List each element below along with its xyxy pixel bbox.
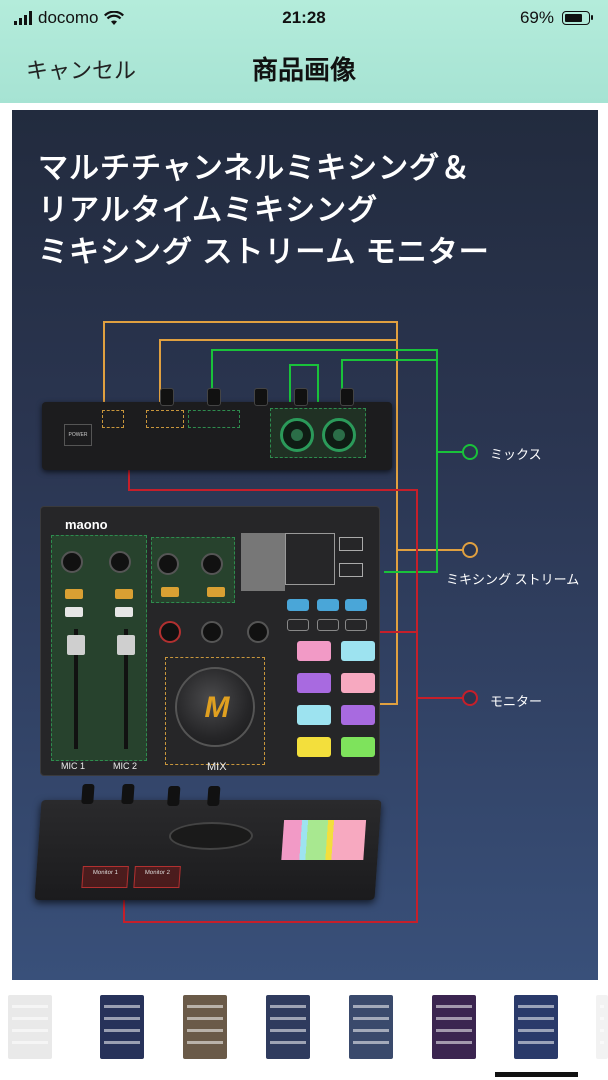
thumbnail-decoration xyxy=(600,1017,604,1020)
thumbnail-7[interactable] xyxy=(514,995,558,1059)
battery-percent: 69% xyxy=(519,8,554,27)
stream-route-dot xyxy=(462,542,478,558)
thumbnail-decoration xyxy=(104,1041,140,1044)
thumbnail-decoration xyxy=(436,1017,472,1020)
thumbnail-decoration xyxy=(12,1029,48,1032)
thumbnail-decoration xyxy=(187,1017,223,1020)
mix-knob: M xyxy=(175,667,255,747)
brand-logo: maono xyxy=(65,517,108,532)
mix-route-label: ミックス xyxy=(490,447,542,462)
thumbnail-decoration xyxy=(12,1017,48,1020)
thumbnail-decoration xyxy=(436,1041,472,1044)
mix-route-dot xyxy=(462,444,478,460)
headline-line: リアルタイムミキシング xyxy=(38,194,379,227)
thumbnail-decoration xyxy=(187,1005,223,1008)
header: docomo 21:28 69% キャンセル 商品画像 xyxy=(0,0,608,103)
monitor-route-dot xyxy=(462,690,478,706)
selected-thumbnail-indicator xyxy=(495,1072,578,1077)
thumbnail-decoration xyxy=(104,1017,140,1020)
thumbnail-decoration xyxy=(600,1005,604,1008)
mic2-label: MIC 2 xyxy=(113,761,138,771)
nav-bar: キャンセル 商品画像 xyxy=(0,44,608,94)
thumbnail-4[interactable] xyxy=(266,995,310,1059)
thumbnail-decoration xyxy=(600,1029,604,1032)
thumbnail-8[interactable] xyxy=(596,995,608,1059)
carrier-label: docomo xyxy=(38,8,99,27)
stream-route-label: ミキシング ストリーム xyxy=(446,572,580,587)
thumbnail-decoration xyxy=(436,1005,472,1008)
thumbnail-decoration xyxy=(104,1029,140,1032)
thumbnail-decoration xyxy=(12,1041,48,1044)
cancel-button[interactable]: キャンセル xyxy=(26,58,137,83)
thumbnail-decoration xyxy=(518,1029,554,1032)
thumbnail-1[interactable] xyxy=(8,995,52,1059)
thumbnail-decoration xyxy=(518,1005,554,1008)
thumbnail-strip xyxy=(0,985,608,1080)
signal-icon xyxy=(14,11,32,25)
thumbnail-decoration xyxy=(518,1017,554,1020)
thumbnail-5[interactable] xyxy=(349,995,393,1059)
thumbnail-decoration xyxy=(353,1041,389,1044)
thumbnail-decoration xyxy=(518,1041,554,1044)
thumbnail-decoration xyxy=(12,1005,48,1008)
monitor-route-label: モニター xyxy=(490,694,543,709)
monitor1-port: Monitor 1 xyxy=(81,866,129,888)
thumbnail-decoration xyxy=(187,1041,223,1044)
thumbnail-decoration xyxy=(270,1041,306,1044)
wifi-icon xyxy=(104,10,125,25)
device-top-view: maono MIC 1 MIC 2 M MIX xyxy=(40,506,380,776)
monitor2-port: Monitor 2 xyxy=(133,866,181,888)
headline-line: マルチチャンネルミキシング＆ xyxy=(38,152,472,185)
thumbnail-decoration xyxy=(270,1029,306,1032)
thumbnail-2[interactable] xyxy=(100,995,144,1059)
thumbnail-decoration xyxy=(104,1005,140,1008)
thumbnail-decoration xyxy=(353,1029,389,1032)
thumbnail-decoration xyxy=(600,1041,604,1044)
product-image[interactable]: マルチチャンネルミキシング＆ リアルタイムミキシング ミキシング ストリーム モ… xyxy=(12,110,598,980)
product-headline: マルチチャンネルミキシング＆ リアルタイムミキシング ミキシング ストリーム モ… xyxy=(38,148,490,274)
thumbnail-6[interactable] xyxy=(432,995,476,1059)
battery-icon xyxy=(562,11,593,25)
headline-line: ミキシング ストリーム モニター xyxy=(38,236,490,269)
status-bar: docomo 21:28 69% xyxy=(0,0,608,36)
thumbnail-decoration xyxy=(353,1005,389,1008)
thumbnail-decoration xyxy=(353,1017,389,1020)
status-time: 21:28 xyxy=(282,8,326,27)
device-front-view: Monitor 1 Monitor 2 xyxy=(34,784,382,900)
mix-label: MIX xyxy=(207,761,227,773)
mic1-label: MIC 1 xyxy=(61,761,86,771)
thumbnail-decoration xyxy=(270,1017,306,1020)
thumbnail-3[interactable] xyxy=(183,995,227,1059)
thumbnail-decoration xyxy=(187,1029,223,1032)
thumbnail-decoration xyxy=(436,1029,472,1032)
device-rear-panel: POWER xyxy=(42,388,392,470)
thumbnail-decoration xyxy=(270,1005,306,1008)
power-button: POWER xyxy=(64,424,92,446)
